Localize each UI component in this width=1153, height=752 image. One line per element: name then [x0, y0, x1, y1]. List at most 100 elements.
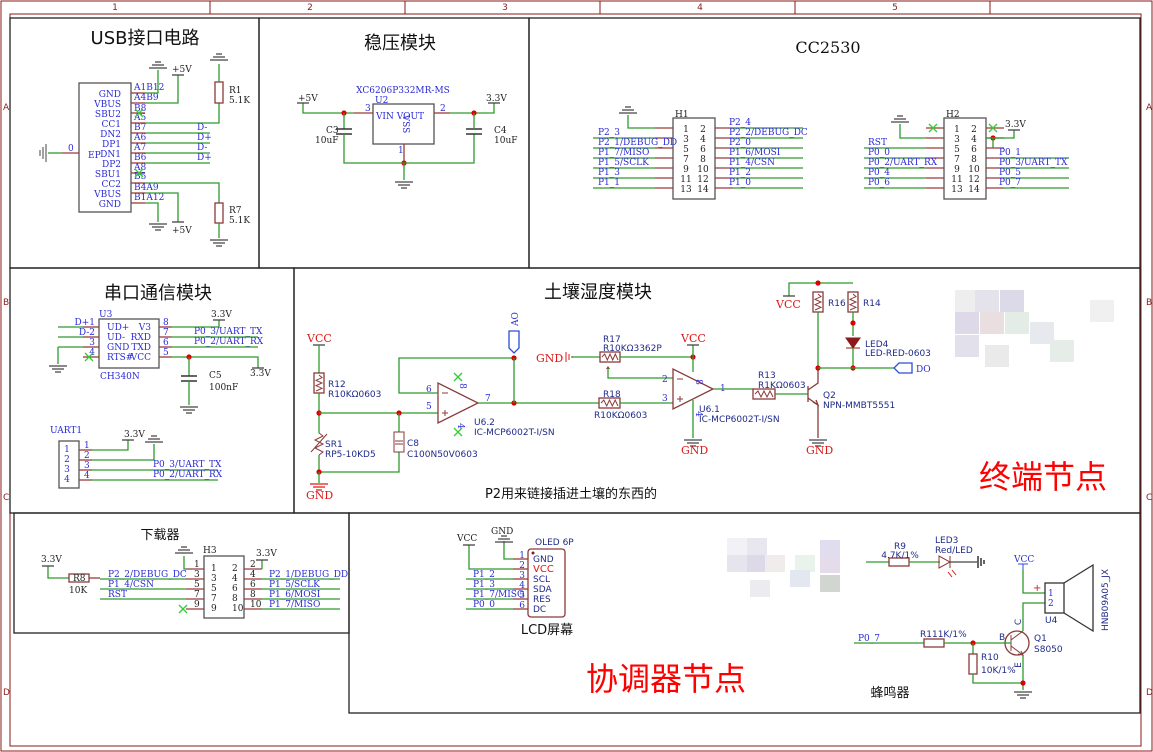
- redacted-blur: [765, 555, 785, 572]
- column-marker: 4: [697, 3, 703, 13]
- npn-transistor-icon: [807, 368, 820, 438]
- pin-number: 3: [211, 574, 217, 584]
- ground-icon: [495, 535, 513, 543]
- usb-pad-label: A7: [133, 143, 146, 153]
- photoresistor-icon: [310, 432, 328, 456]
- h2-right-net: P0_5: [999, 168, 1021, 178]
- gnd-label: GND: [491, 527, 513, 537]
- coordinator-node-label: 协调器节点: [586, 660, 746, 698]
- uart-net: P0_3/UART_TX: [194, 327, 263, 337]
- r18-value: R10KΩ0603: [594, 411, 647, 421]
- wire: [145, 192, 179, 222]
- redacted-blur: [1030, 322, 1054, 344]
- pin-number: 4: [84, 471, 90, 481]
- pin-number: 13: [680, 185, 692, 195]
- oled-net: P1_2: [473, 570, 495, 580]
- wire: [899, 124, 926, 139]
- usb-pin-name: VBUS: [93, 190, 121, 200]
- capacitor-icon: [181, 375, 197, 382]
- power-label: +5V: [172, 226, 192, 236]
- transistor-leads: [1010, 630, 1024, 656]
- pin-number: 8: [693, 379, 703, 385]
- pin-number: 3: [683, 135, 689, 145]
- pin-number: 2: [662, 375, 668, 385]
- no-connect-icon: [84, 352, 94, 362]
- h1-right-net: P2_2/DEBUG_DC: [729, 128, 808, 138]
- ground-icon: [210, 239, 228, 247]
- row-marker: A: [1146, 103, 1153, 113]
- pin-number: 3: [89, 338, 95, 348]
- pin-number: 2: [440, 104, 446, 114]
- wire: [172, 356, 259, 368]
- soil-note: P2用来链接插进土壤的东西的: [485, 486, 657, 502]
- row-marker: D: [1146, 688, 1153, 698]
- ground-icon: [180, 406, 198, 414]
- power-label: 3.3V: [124, 430, 145, 440]
- usb-pad-label: A1B12: [133, 83, 164, 93]
- oled-pin-name: DC: [533, 605, 546, 615]
- h1-ref: H1: [675, 110, 689, 120]
- oled-box: [527, 548, 566, 618]
- pin-number: 1: [211, 564, 217, 574]
- h1-left-net: P1_1: [598, 178, 620, 188]
- pin-number: 7: [485, 394, 491, 404]
- row-marker: C: [1146, 493, 1152, 503]
- usb-pin-name: VBUS: [93, 100, 121, 110]
- wire: [92, 440, 129, 451]
- oled-pin-name: SDA: [533, 585, 552, 595]
- pin-number: 10: [250, 600, 262, 610]
- h1-right-net: P1_6/MOSI: [729, 148, 781, 158]
- redacted-blur: [747, 555, 767, 572]
- resistor-zigzag: [314, 374, 324, 392]
- pin-number: 1: [1048, 589, 1054, 599]
- oled-pin-name: SCL: [533, 575, 550, 585]
- row-marker: A: [3, 103, 10, 113]
- wire: [343, 134, 475, 164]
- usb-pin-name: SBU2: [95, 110, 121, 120]
- usb-module-title: USB接口电路: [91, 28, 200, 49]
- ao-port-icon: [508, 330, 520, 354]
- pin-number: 2: [250, 560, 256, 570]
- row-marker: D: [3, 688, 10, 698]
- r11-label: R111K/1%: [920, 630, 967, 640]
- pin-number: 3: [365, 104, 371, 114]
- pin-number: 8: [457, 383, 467, 389]
- ground-icon: [809, 439, 827, 447]
- h3-left-net: P1_4/CSN: [108, 580, 154, 590]
- redacted-blur: [955, 312, 979, 334]
- pin-number: 6: [519, 601, 525, 611]
- r17-ref: R17: [603, 335, 621, 345]
- speaker-box: [1044, 582, 1065, 614]
- ground-icon: [310, 483, 328, 491]
- c5-ref: C5: [209, 371, 222, 381]
- buzzer-caption: 蜂鸣器: [870, 685, 909, 701]
- ldo-ref: U2: [375, 96, 388, 106]
- row-marker: B: [3, 298, 9, 308]
- pin-number: 8: [232, 594, 238, 604]
- column-marker: 1: [112, 3, 118, 13]
- oled-pin-name: RES: [533, 595, 551, 605]
- resistor-icon: [214, 81, 224, 104]
- pin-number: 5: [426, 402, 432, 412]
- column-marker: 3: [502, 3, 508, 13]
- pin-number: 1: [194, 560, 200, 570]
- capacitor-plates: [395, 440, 403, 445]
- pin-number: D-2: [79, 328, 95, 338]
- u62-ref: U6.2: [474, 418, 495, 428]
- h2-left-net: P0_2/UART_RX: [868, 158, 938, 168]
- no-connect-icon: [988, 123, 998, 133]
- r13-value: R1KΩ0603: [758, 381, 806, 391]
- pin-number: 9: [683, 165, 689, 175]
- usb-connector-box: [78, 82, 132, 213]
- pin-number: 4: [455, 423, 465, 429]
- h1-left-net: P2_3: [598, 128, 620, 138]
- wire: [450, 103, 495, 114]
- wire: [145, 202, 159, 222]
- power-label: +5V: [172, 65, 192, 75]
- pin-number: 7: [194, 590, 200, 600]
- uart1-connector-box: [58, 440, 80, 489]
- usb-pin-name: CC1: [102, 120, 122, 130]
- ch340-left-pin: UD-: [107, 333, 125, 343]
- pin-number: 4: [64, 475, 70, 485]
- capacitor-icon: [393, 431, 405, 453]
